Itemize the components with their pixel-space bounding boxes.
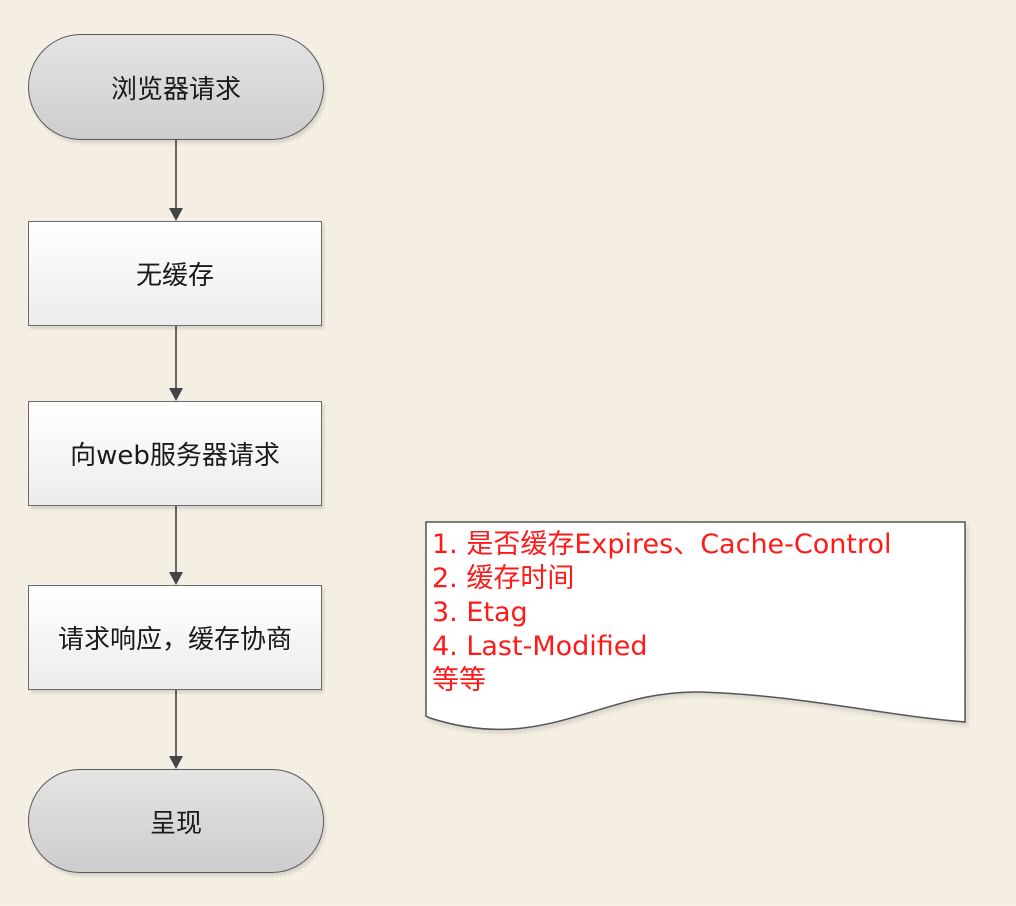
note-line-4: 4. Last-Modified: [432, 631, 648, 662]
end-node-label: 呈现: [149, 808, 202, 839]
start-node-label: 浏览器请求: [110, 74, 241, 105]
arrowhead-end: [169, 756, 183, 769]
no-cache-label: 无缓存: [135, 261, 214, 291]
no-cache-process-node: 无缓存: [28, 221, 322, 326]
cache-factors-note: 1. 是否缓存Expires、Cache-Control 2. 缓存时间 3. …: [432, 528, 962, 698]
web-server-request-label: 向web服务器请求: [70, 441, 280, 471]
web-server-request-node: 向web服务器请求: [28, 401, 322, 506]
arrowhead-step2: [169, 388, 183, 401]
note-document-shape: [425, 521, 966, 731]
arrowhead-step3: [169, 572, 183, 585]
note-line-2: 2. 缓存时间: [432, 563, 575, 594]
cache-negotiation-label: 请求响应，缓存协商: [57, 625, 292, 655]
note-line-1: 1. 是否缓存Expires、Cache-Control: [432, 529, 892, 560]
note-line-3: 3. Etag: [432, 597, 528, 628]
note-line-5: 等等: [432, 665, 486, 696]
start-terminal-node: 浏览器请求: [28, 34, 324, 140]
arrowhead-step1: [169, 208, 183, 221]
end-terminal-node: 呈现: [28, 769, 324, 873]
cache-negotiation-node: 请求响应，缓存协商: [28, 585, 322, 690]
